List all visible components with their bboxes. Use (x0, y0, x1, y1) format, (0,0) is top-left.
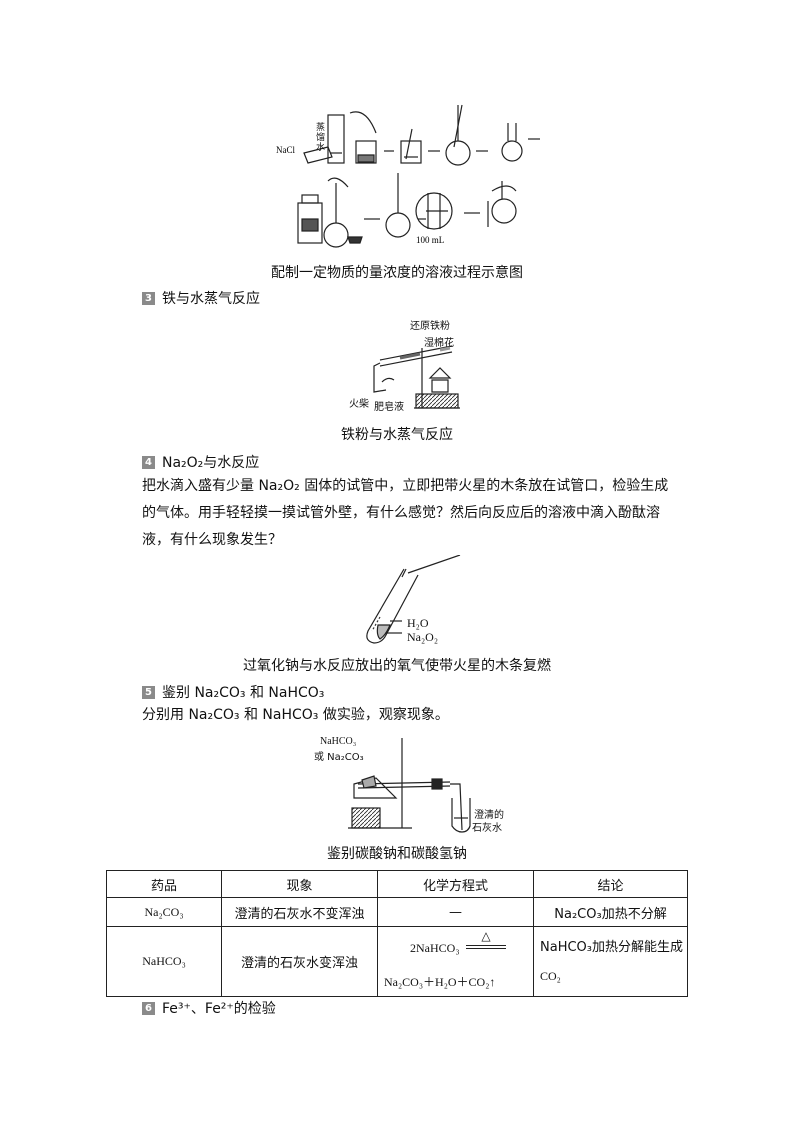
label-or-na2co3: 或 Na₂CO₃ (314, 752, 364, 763)
table-row: Na₂CO₃ 澄清的石灰水不变浑浊 — Na₂CO₃加热不分解 (106, 897, 688, 927)
label-h2o: H₂O (407, 616, 429, 630)
header-equation: 化学方程式 (377, 870, 534, 898)
section-title: Na₂O₂与水反应 (162, 455, 260, 471)
header-conclusion: 结论 (533, 870, 688, 898)
cell-equation: 2NaHCO₃ △ Na₂CO₃＋H₂O＋CO₂↑ (377, 926, 534, 997)
conclusion-line-1: NaHCO₃加热分解能生成 (540, 939, 683, 955)
equation-double-line (466, 944, 506, 949)
section-title: Fe³⁺、Fe²⁺的检验 (162, 1001, 276, 1017)
caption-peroxide: 过氧化钠与水反应放出的氧气使带火星的木条复燃 (243, 658, 551, 674)
header-phenomenon: 现象 (221, 870, 378, 898)
section-number-badge: 3 (142, 291, 155, 305)
label-nahco3: NaHCO₃ (320, 736, 357, 747)
iron-steam-apparatus (373, 345, 460, 409)
label-water-vertical: 蒸馏水 (316, 123, 326, 153)
label-match: 火柴 (349, 399, 369, 410)
carbonate-heating-apparatus (348, 738, 471, 833)
section-4-paragraph: 把水滴入盛有少量 Na₂O₂ 固体的试管中，立即把带火星的木条放在试管口，检验生… (142, 478, 669, 548)
label-100ml: 100 mL (416, 235, 444, 245)
equation-products: Na₂CO₃＋H₂O＋CO₂↑ (384, 974, 496, 989)
cell-phenomenon: 澄清的石灰水不变浑浊 (221, 897, 378, 927)
caption-solution-preparation: 配制一定物质的量浓度的溶液过程示意图 (271, 265, 523, 281)
cell-drug: Na₂CO₃ (106, 897, 222, 927)
section-3-heading: 3 铁与水蒸气反应 (142, 288, 260, 308)
label-limewater: 石灰水 (472, 823, 502, 834)
label-clear: 澄清的 (474, 810, 504, 821)
label-nacl: NaCl (276, 145, 295, 155)
section-number-badge: 5 (142, 685, 155, 699)
section-number-badge: 4 (142, 455, 155, 469)
section-title: 鉴别 Na₂CO₃ 和 NaHCO₃ (162, 685, 325, 701)
solution-preparation-diagram: NaCl 100 mL (276, 104, 540, 248)
section-number-badge: 6 (142, 1001, 155, 1015)
cell-drug: NaHCO₃ (106, 926, 222, 997)
caption-carbonate: 鉴别碳酸钠和碳酸氢钠 (327, 846, 467, 862)
cell-conclusion: NaHCO₃加热分解能生成 CO₂ (533, 926, 688, 997)
cell-conclusion: Na₂CO₃加热不分解 (533, 897, 688, 927)
section-6-heading: 6 Fe³⁺、Fe²⁺的检验 (142, 998, 276, 1018)
table-header-row: 药品 现象 化学方程式 结论 (106, 870, 688, 898)
table-row: NaHCO₃ 澄清的石灰水变浑浊 2NaHCO₃ △ Na₂CO₃＋H₂O＋CO… (106, 926, 688, 997)
section-4-heading: 4 Na₂O₂与水反应 (142, 452, 259, 472)
peroxide-test-tube (366, 555, 461, 644)
conclusion-line-2: CO₂ (540, 968, 561, 983)
header-drug: 药品 (106, 870, 222, 898)
heat-condition-symbol: △ (481, 928, 491, 943)
cell-phenomenon: 澄清的石灰水变浑浊 (221, 926, 378, 997)
carbonate-comparison-table: 药品 现象 化学方程式 结论 Na₂CO₃ 澄清的石灰水不变浑浊 — Na₂CO… (106, 870, 688, 997)
label-na2o2: Na₂O₂ (407, 630, 439, 644)
cell-equation: — (377, 897, 534, 927)
label-wet-cotton: 湿棉花 (424, 338, 454, 349)
label-reduced-iron: 还原铁粉 (410, 321, 450, 332)
caption-iron-steam: 铁粉与水蒸气反应 (341, 427, 453, 443)
section-title: 铁与水蒸气反应 (162, 291, 260, 307)
equation-reactant: 2NaHCO₃ (410, 940, 460, 955)
section-5-paragraph: 分别用 Na₂CO₃ 和 NaHCO₃ 做实验，观察现象。 (142, 707, 449, 723)
section-5-heading: 5 鉴别 Na₂CO₃ 和 NaHCO₃ (142, 682, 324, 702)
label-soap-solution: 肥皂液 (374, 402, 404, 413)
